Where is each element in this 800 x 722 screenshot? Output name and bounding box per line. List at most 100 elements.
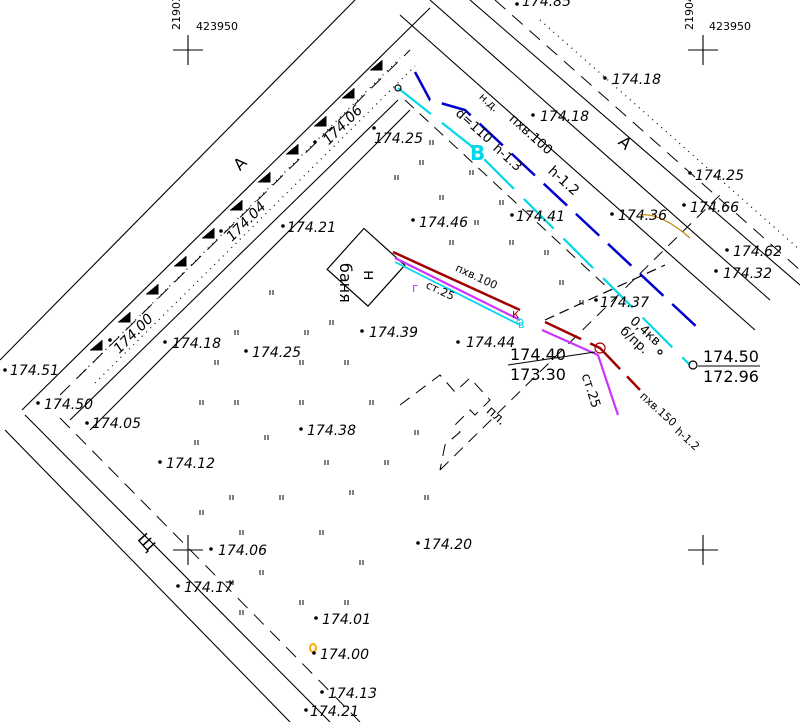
grid-label-right-v: 21904 [683, 0, 696, 30]
node-circle [657, 349, 663, 355]
grass-mark [394, 175, 399, 180]
street-label-a-right: А [615, 132, 636, 153]
grid-crosses [173, 35, 718, 565]
grass-mark [359, 560, 364, 565]
elevation-label: 174.46 [419, 215, 468, 231]
fence-dashed-shch [59, 417, 361, 722]
grid-label-left-v: 21903 [170, 0, 183, 30]
elevation-dot [688, 171, 692, 175]
elevation-dot [108, 338, 112, 342]
elevation-dot [313, 140, 317, 144]
elevation-dot [3, 368, 7, 372]
utility-label-k: к [512, 307, 519, 321]
grass-mark [429, 140, 434, 145]
elevation-dot [510, 213, 514, 217]
grid-label-left-h: 423950 [196, 20, 238, 33]
parcel-boundary [399, 99, 721, 471]
utility-nodes [309, 84, 698, 653]
elevation-label: 174.00 [111, 311, 157, 357]
grass-mark [199, 400, 204, 405]
spot-pair-bottom: 173.30 [510, 365, 566, 384]
grass-mark [369, 400, 374, 405]
grass-mark [194, 440, 199, 445]
elevation-label: 174.21 [310, 704, 359, 720]
grass-mark [579, 300, 584, 305]
street-shch-lines [4, 414, 331, 722]
grass-mark [419, 160, 424, 165]
grass-mark [279, 495, 284, 500]
elevation-dot [314, 616, 318, 620]
elevation-label: 174.05 [92, 416, 141, 432]
node-circle [394, 84, 402, 92]
grid-cross-icon [688, 35, 718, 65]
grass-mark [559, 280, 564, 285]
utility-label: ст.25 [424, 279, 457, 303]
utility-label: ст.25 [578, 372, 603, 410]
elevation-dot [209, 547, 213, 551]
cyan-pipe-short [394, 261, 521, 326]
spot-pair-top: 174.50 [703, 347, 759, 366]
grass-mark [239, 610, 244, 615]
grass-mark [264, 435, 269, 440]
node-circle [688, 360, 698, 370]
blue-pipe [413, 71, 701, 331]
elevation-dot [416, 541, 420, 545]
elevation-dot [682, 203, 686, 207]
elevation-label: 174.17 [184, 580, 233, 596]
elevation-label: 174.36 [618, 208, 667, 224]
utility-label: н.д. [477, 90, 502, 114]
elevation-label: 174.01 [322, 612, 371, 628]
elevation-dot [176, 584, 180, 588]
elevation-dot [304, 708, 308, 712]
elevation-label: 174.37 [600, 295, 649, 311]
street-a-left-lines [0, 0, 431, 431]
fence-dashed-a-left [59, 49, 411, 396]
utility-label: пхв.150 [637, 390, 679, 430]
elevation-label: 174.25 [695, 168, 744, 184]
spot-pair-1: 174.40 173.30 [507, 345, 596, 384]
elevation-label: 174.41 [516, 209, 565, 225]
utility-label: пхв.100 [453, 261, 499, 292]
grass-mark [299, 600, 304, 605]
elevation-label: 174.12 [166, 456, 215, 472]
elevation-dot [320, 690, 324, 694]
grid-cross-icon [688, 535, 718, 565]
grid-cross-icon [173, 35, 203, 65]
elevation-label: 174.20 [423, 537, 472, 553]
elevation-dots [3, 2, 729, 712]
grass-mark [229, 495, 234, 500]
node-circle [516, 318, 524, 326]
elevation-label: 174.38 [307, 423, 356, 439]
street-label-a-left: А [229, 153, 250, 174]
elevation-label: 174.62 [733, 244, 782, 260]
elevation-label: 174.06 [218, 543, 267, 559]
grass-mark [199, 510, 204, 515]
elevation-label: 174.18 [172, 336, 221, 352]
fence-ticks-a-left [90, 60, 383, 351]
grass-mark [269, 290, 274, 295]
building-label-2: баня [336, 263, 355, 303]
orange-marker-icon [309, 643, 317, 653]
building-label-1: н [360, 270, 379, 280]
utility-label: h-1.2 [672, 425, 702, 454]
elevation-dot [725, 248, 729, 252]
grass-mark [344, 600, 349, 605]
elevation-dot [714, 269, 718, 273]
elevation-dot [163, 340, 167, 344]
elevation-dot [594, 298, 598, 302]
elevation-dot [603, 76, 607, 80]
elevation-label: 174.13 [328, 686, 377, 702]
spot-pair-bottom: 172.96 [703, 367, 759, 386]
grass-mark [424, 495, 429, 500]
grass-mark [544, 250, 549, 255]
elevation-label: 174.18 [612, 72, 661, 88]
elevation-dot [372, 126, 376, 130]
magenta-pipe-2 [541, 328, 620, 416]
grass-mark [259, 570, 264, 575]
node-circle [594, 342, 606, 354]
elevation-dot [36, 401, 40, 405]
grass-mark [234, 400, 239, 405]
elevation-dot [531, 113, 535, 117]
grass-mark [299, 400, 304, 405]
dark-red-pipe-2 [544, 320, 641, 391]
